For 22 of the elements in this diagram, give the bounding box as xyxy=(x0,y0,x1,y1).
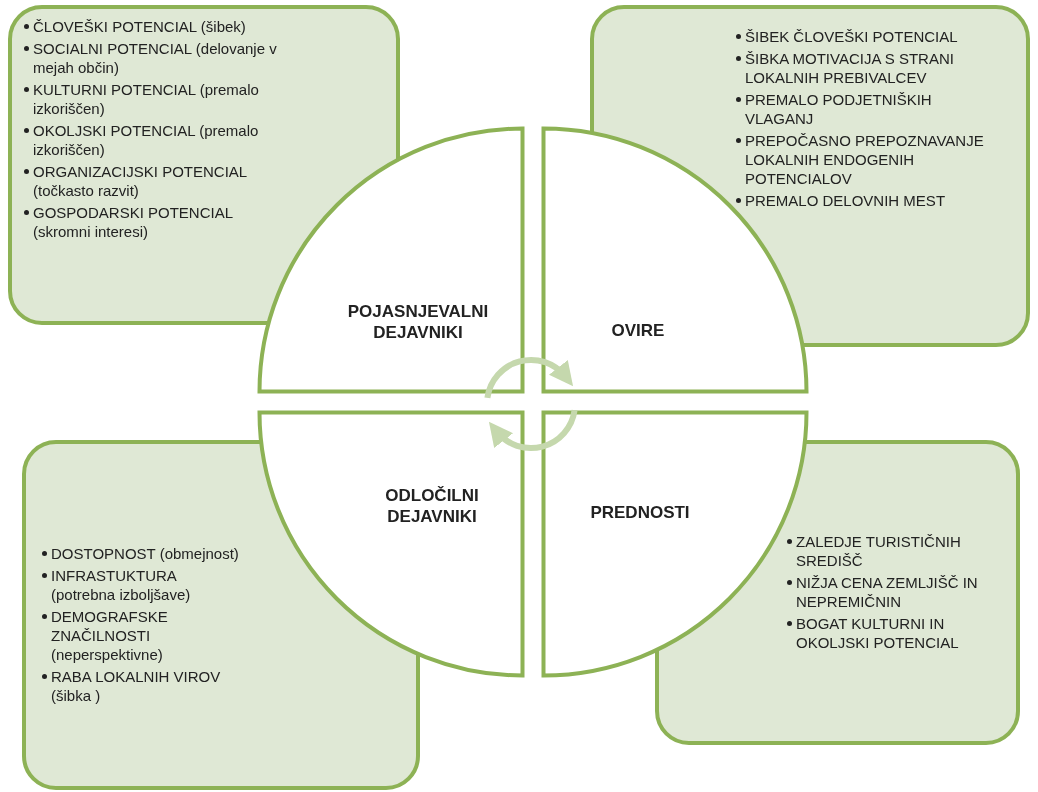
bullet-item-text: DEMOGRAFSKE ZNAČILNOSTI (neperspektivne) xyxy=(51,607,169,664)
quadrant-title: POJASNJEVALNI DEJAVNIKI xyxy=(346,301,490,343)
bullet-item-text: BOGAT KULTURNI IN OKOLJSKI POTENCIAL xyxy=(796,614,960,652)
bullet-item-text: GOSPODARSKI POTENCIAL (skromni interesi) xyxy=(33,203,234,241)
quadrant-title: ODLOČILNI DEJAVNIKI xyxy=(384,485,480,527)
bullet-item-text: OKOLJSKI POTENCIAL (premalo izkoriščen) xyxy=(33,121,260,159)
bullet-item-text: KULTURNI POTENCIAL (premalo izkoriščen) xyxy=(33,80,260,118)
bullet-item-text: ŠIBKA MOTIVACIJA S STRANI LOKALNIH PREBIVALCEV xyxy=(745,49,955,87)
bullet-item-text: NIŽJA CENA ZEMLJIŠČ IN NEPREMIČNIN xyxy=(796,573,979,611)
bullet-item-text: ČLOVEŠKI POTENCIAL (šibek) xyxy=(33,17,246,36)
bullet-item-text: INFRASTUKTURA (potrebna izboljšave) xyxy=(51,566,192,604)
bullet-item-text: DOSTOPNOST (obmejnost) xyxy=(51,544,239,563)
bullet-item-text: PREMALO PODJETNIŠKIH VLAGANJ xyxy=(745,90,933,128)
bullet-item-text: RABA LOKALNIH VIROV (šibka ) xyxy=(51,667,222,705)
quadrant-title: OVIRE xyxy=(610,319,666,341)
bullet-item-text: PREPOČASNO PREPOZNAVANJE LOKALNIH ENDOGENIH POTENCIALOV xyxy=(745,131,985,188)
bullet-item-text: ORGANIZACIJSKI POTENCIAL (točkasto razvit) xyxy=(33,162,248,200)
bullet-item-text: SOCIALNI POTENCIAL (delovanje v mejah občin) xyxy=(33,39,278,77)
quadrant-title: PREDNOSTI xyxy=(589,501,691,523)
bullet-item-text: PREMALO DELOVNIH MEST xyxy=(745,191,946,210)
bullet-item-text: ŠIBEK ČLOVEŠKI POTENCIAL xyxy=(745,27,958,46)
bullet-item-text: ZALEDJE TURISTIČNIH SREDIŠČ xyxy=(796,532,962,570)
